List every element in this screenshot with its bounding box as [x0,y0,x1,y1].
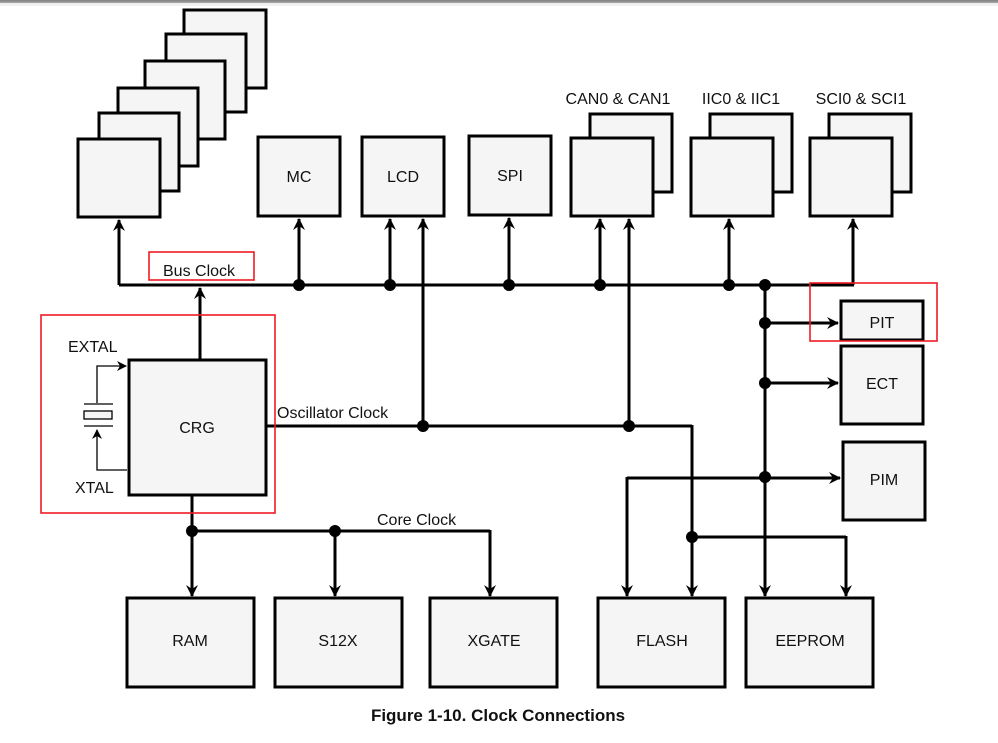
block-pim-label: PIM [870,472,898,489]
junction-dot [759,317,771,329]
extal-label: EXTAL [68,339,118,356]
block-iic-label: IIC0 & IIC1 [702,91,780,108]
window-top-border-shade [0,3,998,6]
junction-dot [723,279,735,291]
block-mc: MC [256,135,342,218]
block-flash: FLASH [596,596,727,689]
block-crg: CRG [127,358,268,497]
block-s12x: S12X [273,596,404,689]
block-lcd: LCD [360,135,446,218]
bus-clock-label: Bus Clock [163,263,236,280]
xtal-label: XTAL [75,480,114,497]
highlight-crg [40,314,276,514]
highlight-pit [809,282,938,342]
junction-dot [759,377,771,389]
block-ect: ECT [839,344,925,426]
block-lcd-label: LCD [387,169,419,186]
junction-dot [384,279,396,291]
window-top-border [0,0,998,3]
figure-caption: Figure 1-10. Clock Connections [371,706,625,725]
stack-block-1 [76,137,162,219]
core-clock-label: Core Clock [377,512,457,529]
block-sci: SCI0 & SCI1 [808,91,913,218]
block-spi-label: SPI [497,168,523,185]
block-pit-label: PIT [870,315,895,332]
block-xgate: XGATE [428,596,559,689]
block-ect-label: ECT [866,376,898,393]
junction-dot [503,279,515,291]
block-can-label: CAN0 & CAN1 [566,91,671,108]
block-spi: SPI [467,134,553,217]
block-iic: IIC0 & IIC1 [689,91,794,218]
junction-dot [759,279,771,291]
block-mc-label: MC [287,169,312,186]
block-pit: PIT [839,299,925,342]
module-stack [76,8,268,219]
block-sci-label: SCI0 & SCI1 [816,91,907,108]
block-pim: PIM [841,440,927,522]
block-eeprom-label: EEPROM [775,633,844,650]
junction-dot [594,279,606,291]
bus-clock-network [113,217,859,597]
block-xgate-label: XGATE [467,633,520,650]
junction-dot [623,420,635,432]
block-s12x-label: S12X [318,633,357,650]
block-ram: RAM [125,596,256,689]
crystal-oscillator: EXTAL XTAL [68,339,127,497]
block-flash-label: FLASH [636,633,688,650]
block-eeprom: EEPROM [744,596,875,689]
oscillator-clock-network [266,218,852,597]
junction-dot [759,471,771,483]
core-clock-network [186,496,496,597]
oscillator-clock-label: Oscillator Clock [277,405,389,422]
block-can: CAN0 & CAN1 [566,91,674,218]
block-crg-label: CRG [179,420,215,437]
highlight-bus-clock [148,251,255,281]
junction-dot [686,531,698,543]
junction-dot [417,420,429,432]
block-ram-label: RAM [172,633,208,650]
junction-dot [186,525,198,537]
junction-dot [329,525,341,537]
junction-dot [293,279,305,291]
